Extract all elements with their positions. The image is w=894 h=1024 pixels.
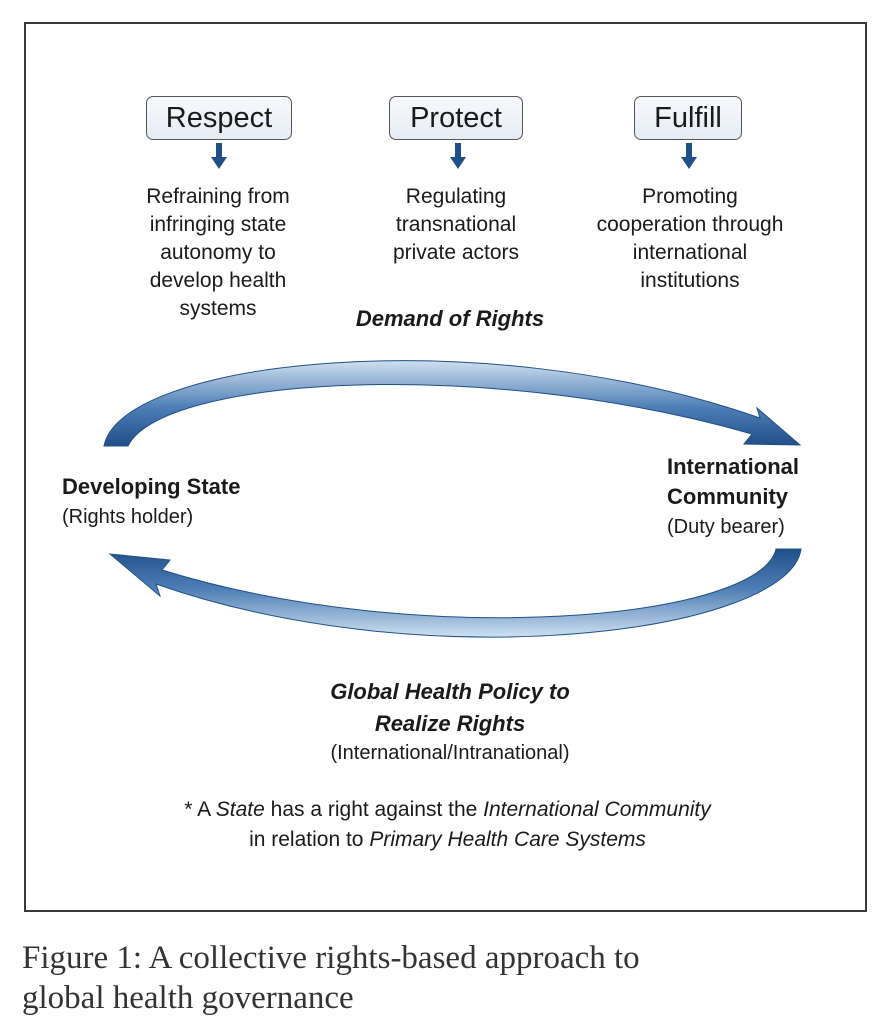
fulfill-label: Fulfill <box>654 101 722 134</box>
international-intranational-label: (International/Intranational) <box>330 742 570 764</box>
fulfill-description: Promoting cooperation through internatio… <box>596 185 784 292</box>
bottom-arc-arrow <box>108 548 802 638</box>
rights-holder-subtitle: (Rights holder) <box>62 506 194 528</box>
respect-down-arrow-icon <box>211 143 227 169</box>
fulfill-down-arrow-icon <box>681 143 697 169</box>
footnote: * A State has a right against the Intern… <box>184 798 711 851</box>
global-health-policy-label: Global Health Policy to Realize Rights <box>330 679 570 736</box>
developing-state-title: Developing State <box>62 474 241 499</box>
protect-description: Regulating transnational private actors <box>392 185 520 264</box>
fulfill-box: Fulfill <box>634 96 742 140</box>
international-community-title: International Community <box>667 454 800 509</box>
figure-caption: Figure 1: A collective rights-based appr… <box>22 940 640 1016</box>
duty-bearer-subtitle: (Duty bearer) <box>667 516 785 538</box>
demand-of-rights-label: Demand of Rights <box>355 306 545 331</box>
respect-description: Refraining from infringing state autonom… <box>146 185 290 320</box>
figure-frame <box>24 22 867 912</box>
top-arc-arrow <box>103 360 802 447</box>
respect-box: Respect <box>146 96 292 140</box>
protect-label: Protect <box>410 101 502 134</box>
protect-box: Protect <box>389 96 523 140</box>
respect-label: Respect <box>165 101 273 134</box>
protect-down-arrow-icon <box>450 143 466 169</box>
